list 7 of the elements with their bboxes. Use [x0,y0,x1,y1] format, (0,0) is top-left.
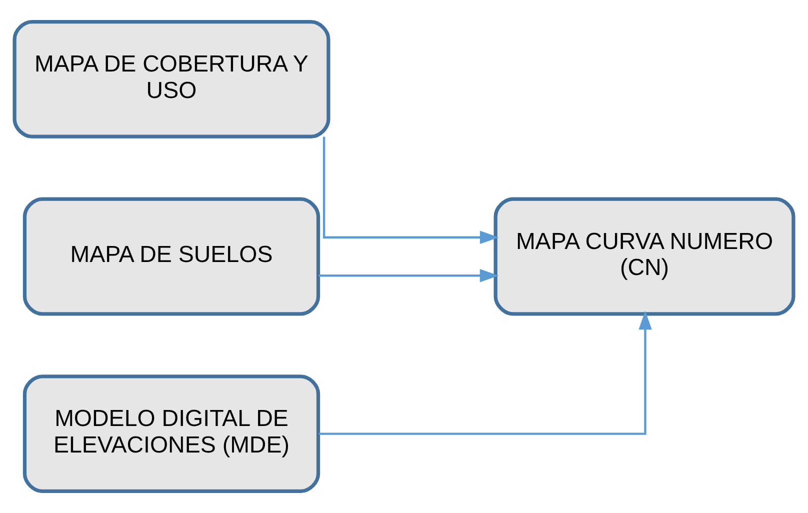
node-box: MODELO DIGITAL DE ELEVACIONES (MDE) [22,374,320,493]
node-box: MAPA DE COBERTURA Y USO [12,20,330,138]
node-box: MAPA DE SUELOS [22,197,320,316]
node-box: MAPA CURVA NUMERO (CN) [494,197,796,316]
arrow [322,136,499,244]
arrow [318,269,499,282]
arrow [318,310,652,435]
